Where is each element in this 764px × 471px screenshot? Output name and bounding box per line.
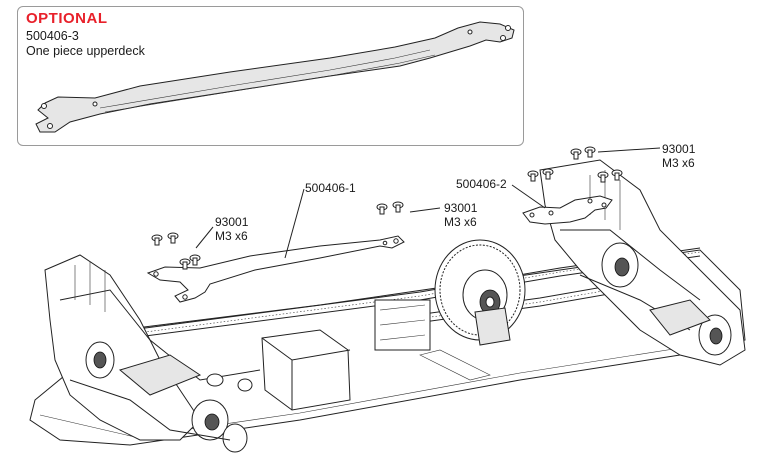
screw-group-right: [527, 146, 623, 183]
label-500406-1: 500406-1: [305, 181, 356, 195]
screw-left-qty: M3 x6: [215, 229, 248, 243]
spur-gear: [434, 239, 526, 346]
optional-description: One piece upperdeck: [26, 44, 145, 58]
upperdeck-500406-2-part: [522, 195, 613, 225]
front-suspension-left: [44, 254, 261, 453]
label-500406-2: 500406-2: [456, 177, 507, 191]
screw-mid-qty: M3 x6: [444, 215, 477, 229]
optional-panel: [17, 6, 524, 146]
screw-mid-code: 93001: [444, 201, 478, 215]
upperdeck-500406-1-part: [146, 235, 405, 303]
screw-right-qty: M3 x6: [662, 156, 695, 170]
optional-part-number: 500406-3: [26, 29, 79, 43]
optional-title: OPTIONAL: [26, 10, 108, 27]
screw-group-left: [151, 232, 201, 270]
screw-right-code: 93001: [662, 142, 696, 156]
screw-group-middle: [376, 201, 404, 215]
leader-lines: [195, 147, 661, 259]
one-piece-upperdeck-part: [35, 21, 515, 133]
screw-left-code: 93001: [215, 215, 249, 229]
servo-block: [261, 299, 431, 411]
